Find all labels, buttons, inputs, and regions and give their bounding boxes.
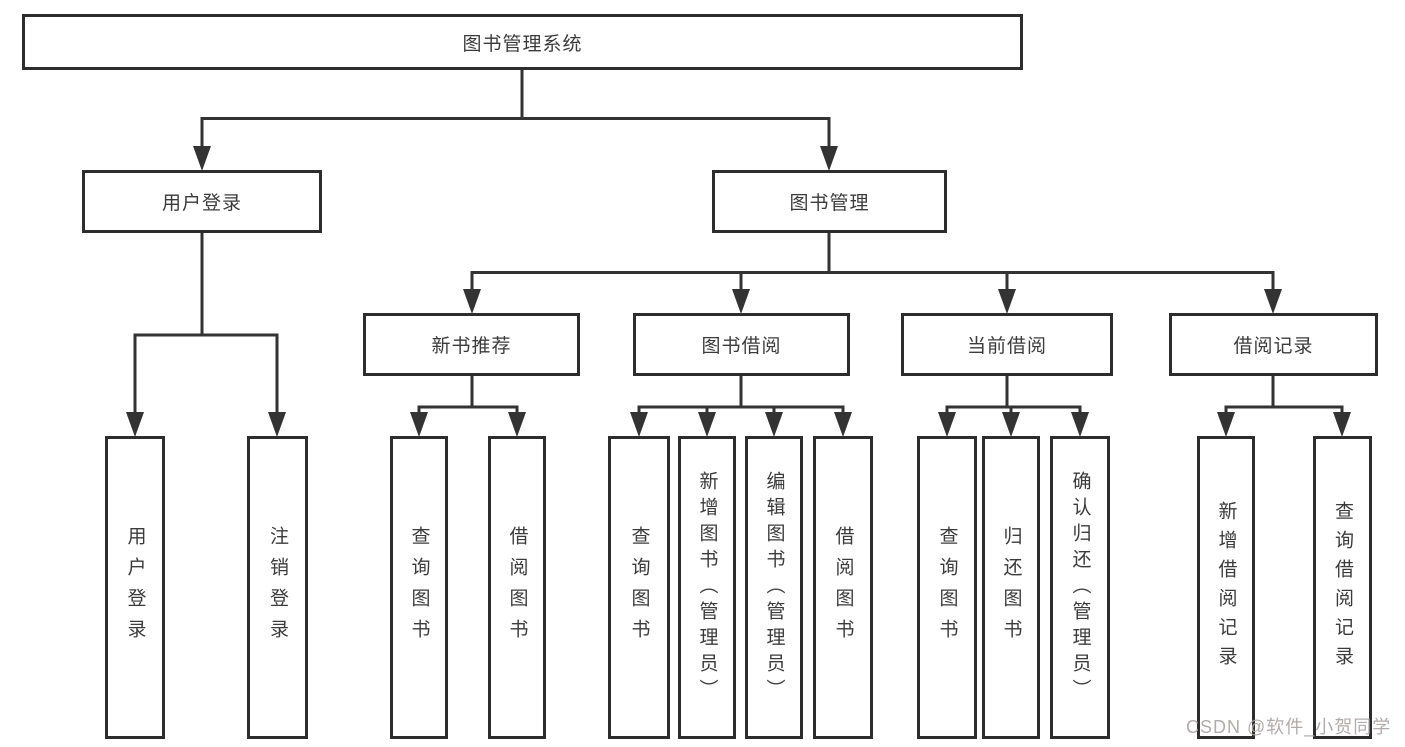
arrowhead-user-login-children-icon [126, 412, 286, 437]
node-user-login: 用户登录 [82, 170, 322, 233]
arrowhead-book-borrow-children-icon [630, 412, 852, 437]
leaf-recommend-query-books: 查询图书 [390, 436, 448, 739]
arrowhead-current-borrow-children-icon [938, 412, 1089, 437]
watermark: CSDN @软件_小贺同学 [1186, 717, 1392, 737]
arrowhead-new-book-recommend-children-icon [410, 412, 526, 437]
leaf-records-query-record: 查询借阅记录 [1313, 436, 1372, 739]
leaf-logout: 注销登录 [247, 436, 308, 739]
leaf-user-login: 用户登录 [105, 436, 165, 739]
connector-new-book-recommend-children [417, 376, 519, 414]
leaf-borrow-edit-books-admin: 编辑图书（管理员） [745, 436, 803, 739]
leaf-current-return-books: 归还图书 [982, 436, 1040, 739]
connector-borrow-records-children [1224, 376, 1344, 414]
node-root: 图书管理系统 [22, 14, 1023, 70]
arrowhead-level2-icon [193, 146, 838, 171]
connector-root-to-level2 [200, 70, 831, 148]
leaf-borrow-add-books-admin: 新增图书（管理员） [678, 436, 736, 739]
leaf-borrow-borrow-books: 借阅图书 [813, 436, 873, 739]
node-new-book-recommend: 新书推荐 [363, 313, 580, 376]
connector-book-borrow-children [637, 376, 845, 414]
node-book-management: 图书管理 [712, 170, 947, 233]
connector-book-management-to-level3 [470, 233, 1275, 291]
node-borrow-records: 借阅记录 [1169, 313, 1378, 376]
leaf-current-query-books: 查询图书 [917, 436, 977, 739]
connector-user-login-children [133, 233, 279, 414]
leaf-current-confirm-return-admin: 确认归还（管理员） [1050, 436, 1110, 739]
leaf-borrow-query-books: 查询图书 [608, 436, 670, 739]
arrowhead-borrow-records-children-icon [1217, 412, 1351, 437]
leaf-recommend-borrow-books: 借阅图书 [488, 436, 546, 739]
connector-current-borrow-children [945, 376, 1082, 414]
arrowhead-level3-icon [463, 289, 1282, 314]
leaf-records-add-record: 新增借阅记录 [1197, 436, 1255, 739]
node-book-borrow: 图书借阅 [633, 313, 850, 376]
node-current-borrow: 当前借阅 [901, 313, 1113, 376]
